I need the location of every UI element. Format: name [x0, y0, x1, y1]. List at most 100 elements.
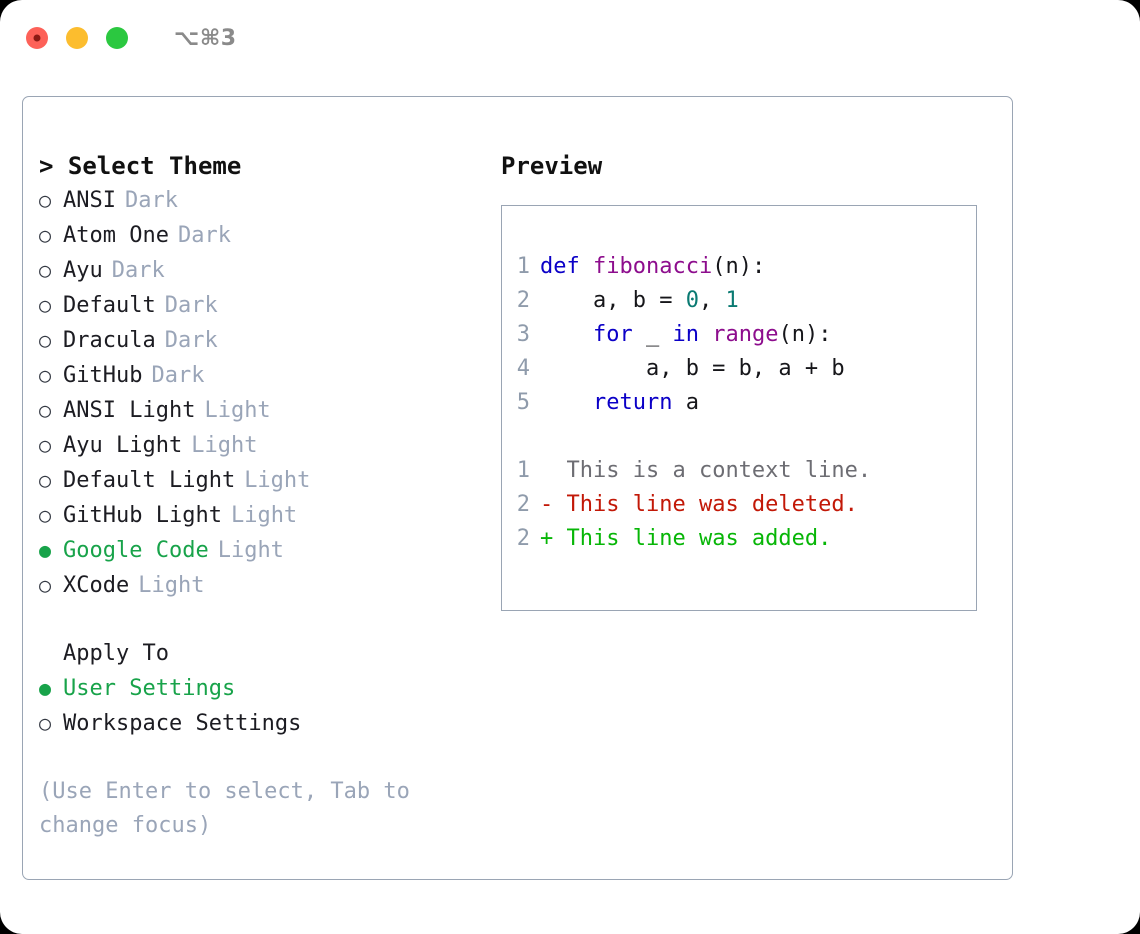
line-number: 4	[516, 356, 530, 381]
option-label: Ayu Light	[63, 433, 183, 458]
option-label: XCode	[63, 573, 130, 598]
option-row[interactable]: ○ ANSI Dark	[39, 183, 499, 218]
code-token-kw: in	[672, 322, 699, 347]
code-token-kw: def	[540, 254, 580, 279]
diff-marker: -	[540, 492, 567, 517]
option-label: Default	[63, 293, 156, 318]
minimize-button[interactable]	[66, 27, 88, 49]
code-token-num: 0	[685, 288, 699, 313]
code-line-text: a, b = b, a + b	[540, 352, 845, 386]
line-number: 1	[516, 254, 530, 279]
diff-line-text: This is a context line.	[566, 458, 872, 483]
option-label: Atom One	[63, 223, 169, 248]
option-variant-tag: Dark	[124, 188, 178, 213]
code-token-plain	[699, 322, 712, 347]
preview-title: Preview	[501, 152, 603, 180]
code-token-fn: fibonacci	[593, 254, 713, 279]
option-label: GitHub Light	[63, 503, 222, 528]
option-row[interactable]: ○ GitHub Dark	[39, 358, 499, 393]
option-row[interactable]: ○ XCode Light	[39, 568, 499, 603]
code-token-plain: a, b =	[540, 288, 686, 313]
diff-line: 2 + This line was added.	[502, 522, 976, 556]
radio-unselected-icon: ○	[39, 328, 52, 352]
line-number: 2	[516, 492, 530, 517]
code-line-text: for _ in range(n):	[540, 318, 831, 352]
option-label: Workspace Settings	[63, 711, 302, 736]
code-line: 1 def fibonacci(n):	[502, 250, 976, 284]
radio-unselected-icon: ○	[39, 711, 52, 735]
code-line: 3 for _ in range(n):	[502, 318, 976, 352]
option-variant-tag: Light	[138, 573, 205, 598]
preview-spacer	[502, 420, 976, 454]
code-line-text: return a	[540, 386, 699, 420]
option-label: Google Code	[63, 538, 209, 563]
traffic-light-controls	[26, 27, 128, 49]
code-token-plain: a	[672, 390, 699, 415]
code-line-text: def fibonacci(n):	[540, 250, 765, 284]
option-label: GitHub	[63, 363, 143, 388]
option-row[interactable]: ○ GitHub Light Light	[39, 498, 499, 533]
line-number: 2	[516, 526, 530, 551]
option-label: Default Light	[63, 468, 236, 493]
code-token-plain: a, b = b, a + b	[540, 356, 845, 381]
code-token-kw: return	[592, 390, 673, 415]
code-token-plain	[580, 254, 593, 279]
title-bar: ⌥⌘3	[0, 0, 1140, 76]
radio-unselected-icon: ○	[39, 503, 52, 527]
option-label: Dracula	[63, 328, 156, 353]
option-variant-tag: Dark	[111, 258, 165, 283]
code-line: 4 a, b = b, a + b	[502, 352, 976, 386]
option-label: ANSI	[63, 188, 116, 213]
select-theme-header: > Select Theme	[39, 152, 242, 180]
diff-line: 1 This is a context line.	[502, 454, 976, 488]
keyboard-hint-text: (Use Enter to select, Tab to change focu…	[39, 779, 410, 838]
code-token-plain: (n):	[778, 322, 832, 347]
option-row[interactable]: ○ Workspace Settings	[39, 706, 499, 741]
diff-line: 2- This line was deleted.	[502, 488, 976, 522]
code-line: 5 return a	[502, 386, 976, 420]
maximize-button[interactable]	[106, 27, 128, 49]
diff-sample: 1 This is a context line.2- This line wa…	[502, 454, 976, 556]
radio-unselected-icon: ○	[39, 363, 52, 387]
line-number: 3	[516, 322, 530, 347]
option-variant-tag: Dark	[151, 363, 205, 388]
radio-unselected-icon: ○	[39, 188, 52, 212]
radio-unselected-icon: ○	[39, 258, 52, 282]
option-variant-tag: Light	[244, 468, 311, 493]
option-row[interactable]: ●User Settings	[39, 671, 499, 706]
code-token-plain: _	[632, 322, 673, 347]
option-variant-tag: Light	[217, 538, 284, 563]
radio-unselected-icon: ○	[39, 433, 52, 457]
code-token-kw: for	[592, 322, 633, 347]
option-label: Ayu	[63, 258, 103, 283]
option-variant-tag: Light	[204, 398, 271, 423]
diff-line-text: This line was added.	[566, 526, 832, 551]
option-row[interactable]: ○ Ayu Dark	[39, 253, 499, 288]
code-token-num: 1	[725, 288, 739, 313]
option-variant-tag: Light	[230, 503, 298, 528]
option-variant-tag: Dark	[177, 223, 231, 248]
radio-selected-icon: ●	[39, 676, 52, 700]
line-number: 2	[516, 288, 530, 313]
diff-marker: +	[540, 526, 567, 551]
code-token-plain: ,	[698, 288, 726, 313]
radio-unselected-icon: ○	[39, 573, 52, 597]
code-token-plain: (n):	[712, 254, 766, 279]
radio-unselected-icon: ○	[39, 293, 52, 317]
apply-to-header: Apply To	[63, 641, 169, 666]
close-button[interactable]	[26, 27, 48, 49]
apply-to-option-list: ●User Settings ○ Workspace Settings	[39, 671, 499, 741]
radio-unselected-icon: ○	[39, 398, 52, 422]
